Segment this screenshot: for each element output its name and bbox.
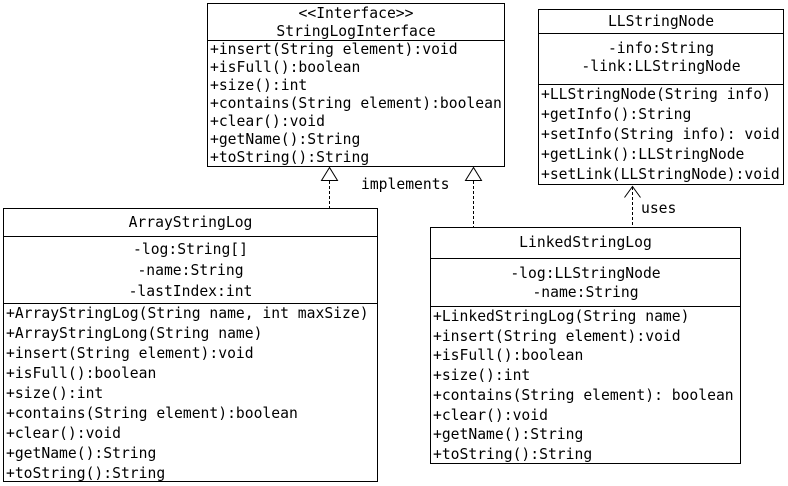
- method-item: +contains(String element):boolean: [6, 405, 298, 422]
- uses-label: uses: [641, 200, 677, 217]
- attribute-item: -log:LLStringNode: [510, 265, 661, 282]
- method-item: +insert(String element):void: [6, 345, 254, 362]
- class-stereotype: <<Interface>>: [298, 5, 414, 22]
- method-item: +isFull():boolean: [433, 347, 584, 365]
- open-arrowhead-icon: [624, 185, 641, 198]
- class-methods-compartment: +LLStringNode(String info) +getInfo():Str…: [539, 85, 783, 184]
- attribute-item: -name:String: [532, 284, 639, 301]
- class-methods-compartment: +LinkedStringLog(String name) +insert(Str…: [431, 307, 740, 463]
- method-item: +getName():String: [210, 131, 361, 148]
- class-name: StringLogInterface: [276, 22, 436, 40]
- implements-label: implements: [361, 176, 450, 193]
- method-item: +toString():String: [210, 149, 370, 166]
- hollow-triangle-arrowhead-icon: [464, 166, 483, 181]
- method-item: +size():int: [210, 77, 308, 94]
- method-item: +clear():void: [210, 113, 325, 130]
- method-item: +setInfo(String info): void: [541, 126, 780, 143]
- hollow-triangle-arrowhead-icon: [320, 166, 339, 181]
- method-item: +getName():String: [6, 445, 157, 462]
- method-item: +isFull():boolean: [210, 59, 361, 76]
- attribute-item: -log:String[]: [133, 241, 248, 258]
- method-item: +ArrayStringLong(String name): [6, 325, 263, 342]
- class-methods-compartment: +insert(String element):void+isFull():bo…: [208, 41, 504, 166]
- attribute-item: -info:String: [607, 40, 715, 57]
- method-item: +toString():String: [6, 465, 166, 482]
- method-item: +insert(String element):void: [433, 327, 681, 345]
- dependency-arrow-uses: [624, 185, 641, 227]
- attribute-item: -name:String: [137, 262, 244, 279]
- class-name: ArrayStringLog: [128, 214, 253, 231]
- class-attributes-compartment: -log:LLStringNode -name:String: [431, 259, 740, 307]
- class-title: <<Interface>>StringLogInterface: [208, 4, 504, 41]
- class-box-linkedstringlog: LinkedStringLog -log:LLStringNode -name:S…: [430, 227, 741, 464]
- method-item: +LLStringNode(String info): [541, 86, 771, 103]
- method-item: +size():int: [433, 367, 531, 385]
- method-item: +LinkedStringLog(String name): [433, 308, 690, 325]
- method-item: +ArrayStringLog(String name, int maxSize…: [6, 305, 369, 322]
- method-item: +contains(String element):boolean: [210, 95, 502, 112]
- method-item: +isFull():boolean: [6, 365, 157, 382]
- class-box-llstringnode: LLStringNode -info:String-link:LLStringN…: [538, 9, 784, 185]
- method-item: +insert(String element):void: [210, 41, 458, 58]
- method-item: +clear():void: [6, 425, 121, 442]
- attribute-item: -link:LLStringNode: [581, 58, 741, 75]
- class-title: LinkedStringLog: [431, 228, 740, 259]
- class-attributes-compartment: -info:String-link:LLStringNode: [539, 34, 783, 85]
- attribute-item: -lastIndex:int: [128, 283, 253, 300]
- method-item: +size():int: [6, 385, 104, 402]
- method-item: +contains(String element): boolean: [433, 386, 734, 404]
- realization-arrow-arraystringlog: [320, 166, 339, 208]
- method-item: +toString():String: [433, 445, 593, 463]
- method-item: +getInfo():String: [541, 106, 692, 123]
- method-item: +clear():void: [433, 406, 548, 424]
- class-name: LinkedStringLog: [519, 234, 652, 251]
- class-name: LLStringNode: [607, 13, 715, 30]
- class-methods-compartment: +ArrayStringLog(String name, int maxSize…: [4, 304, 377, 482]
- class-title: LLStringNode: [539, 10, 783, 34]
- class-box-stringloginterface: <<Interface>>StringLogInterface +insert(…: [207, 3, 505, 167]
- class-attributes-compartment: -log:String[] -name:String -lastIndex:int: [4, 237, 377, 304]
- class-box-arraystringlog: ArrayStringLog -log:String[] -name:String…: [3, 208, 378, 482]
- class-title: ArrayStringLog: [4, 209, 377, 237]
- realization-arrow-linkedstringlog: [464, 166, 483, 227]
- method-item: +getName():String: [433, 426, 584, 444]
- method-item: +getLink():LLStringNode: [541, 146, 745, 163]
- method-item: +setLink(LLStringNode):void: [541, 166, 780, 183]
